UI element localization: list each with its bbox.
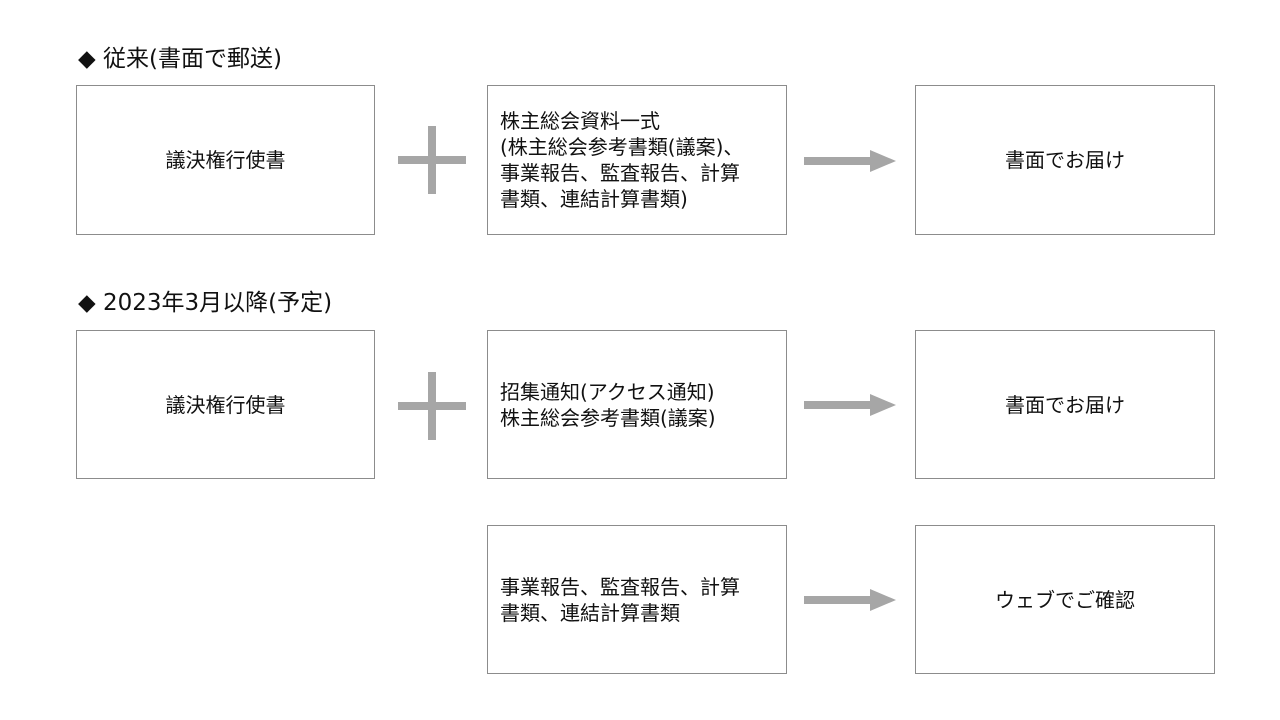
- materials-line: 書類、連結計算書類): [500, 187, 688, 211]
- voting-form-box-1: 議決権行使書: [76, 85, 375, 235]
- report-line: 事業報告、監査報告、計算: [500, 574, 740, 599]
- report-line: 書類、連結計算書類: [500, 600, 680, 625]
- notice-line: 株主総会参考書類(議案): [500, 405, 716, 430]
- voting-form-label-2: 議決権行使書: [165, 392, 286, 417]
- meeting-materials-box: 株主総会資料一式 (株主総会参考書類(議案)、 事業報告、監査報告、計算 書類、…: [487, 85, 787, 235]
- delivery-box-2: 書面でお届け: [915, 330, 1215, 479]
- convocation-notice-box: 招集通知(アクセス通知) 株主総会参考書類(議案): [487, 330, 787, 479]
- business-report-text: 事業報告、監査報告、計算 書類、連結計算書類: [500, 574, 740, 626]
- business-report-box: 事業報告、監査報告、計算 書類、連結計算書類: [487, 525, 787, 674]
- section-title-conventional: ◆ 従来(書面で郵送): [78, 46, 282, 72]
- web-confirm-label: ウェブでご確認: [995, 587, 1135, 612]
- right-arrow-icon-1: [804, 150, 896, 172]
- right-arrow-icon-2: [804, 394, 896, 416]
- plus-icon-1: [398, 126, 466, 194]
- meeting-materials-text: 株主総会資料一式 (株主総会参考書類(議案)、 事業報告、監査報告、計算 書類、…: [500, 108, 743, 212]
- materials-line: (株主総会参考書類(議案)、: [500, 135, 744, 159]
- notice-line: 招集通知(アクセス通知): [500, 379, 715, 404]
- materials-line: 株主総会資料一式: [500, 109, 660, 133]
- delivery-box-1: 書面でお届け: [915, 85, 1215, 235]
- plus-icon-2: [398, 372, 466, 440]
- convocation-notice-text: 招集通知(アクセス通知) 株主総会参考書類(議案): [500, 379, 716, 431]
- delivery-label-2: 書面でお届け: [1005, 392, 1125, 417]
- right-arrow-icon-3: [804, 589, 896, 611]
- voting-form-label-1: 議決権行使書: [165, 148, 286, 172]
- voting-form-box-2: 議決権行使書: [76, 330, 375, 479]
- delivery-label-1: 書面でお届け: [1005, 148, 1125, 172]
- web-confirm-box: ウェブでご確認: [915, 525, 1215, 674]
- materials-line: 事業報告、監査報告、計算: [500, 161, 740, 185]
- section-title-planned: ◆ 2023年3月以降(予定): [78, 290, 333, 316]
